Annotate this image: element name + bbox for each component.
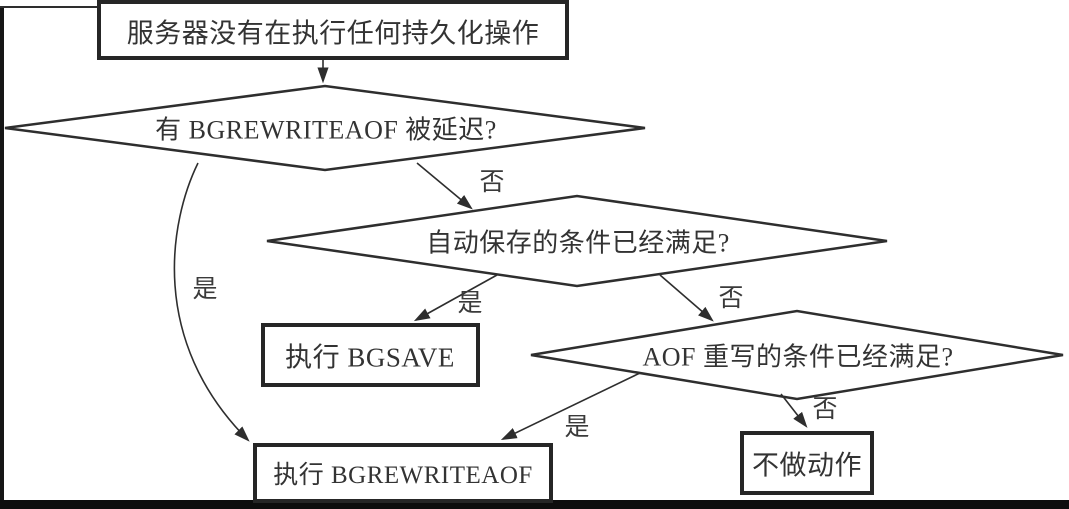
decision-aof-rewrite-label: AOF 重写的条件已经满足?: [642, 342, 954, 372]
decision-bgrewriteaof-delayed-diamond: [4, 84, 646, 172]
edge-label-aof-no: 否: [812, 396, 838, 423]
edge-autosave-yes-to-bgsave: [413, 274, 498, 322]
noop-node-box: [740, 431, 874, 495]
edge-delayed-no-to-autosave-check: [416, 162, 473, 210]
bgsave-node-box: [261, 323, 480, 387]
edge-label-delayed-yes: 是: [192, 276, 218, 303]
edge-delayed-yes-to-bgrewriteaof-curve: [173, 162, 250, 442]
scan-left-edge-line: [0, 6, 4, 509]
edge-label-aof-yes: 是: [564, 414, 590, 441]
bgrewriteaof-node-box: [253, 443, 553, 503]
start-node-label: 服务器没有在执行任何持久化操作: [126, 18, 540, 49]
decision-autosave-diamond: [266, 194, 888, 288]
edge-label-autosave-no: 否: [718, 285, 744, 312]
edge-label-delayed-no: 否: [479, 169, 505, 196]
bgsave-node-label: 执行 BGSAVE: [285, 342, 455, 373]
decision-autosave-label: 自动保存的条件已经满足?: [426, 228, 730, 258]
decision-aof-rewrite-diamond: [530, 309, 1064, 401]
decision-bgrewriteaof-delayed-label: 有 BGREWRITEAOF 被延迟?: [155, 115, 497, 145]
bgrewriteaof-node-label: 执行 BGREWRITEAOF: [273, 462, 533, 489]
edge-label-autosave-yes: 是: [457, 290, 483, 317]
edge-aof-no-to-noop: [780, 393, 808, 428]
edge-autosave-no-to-aof-check: [659, 274, 714, 322]
scan-bottom-bar: [0, 500, 1069, 509]
edge-aof-yes-to-bgrewriteaof: [500, 372, 641, 441]
noop-node-label: 不做动作: [752, 450, 862, 481]
start-node-box: [97, 0, 569, 60]
